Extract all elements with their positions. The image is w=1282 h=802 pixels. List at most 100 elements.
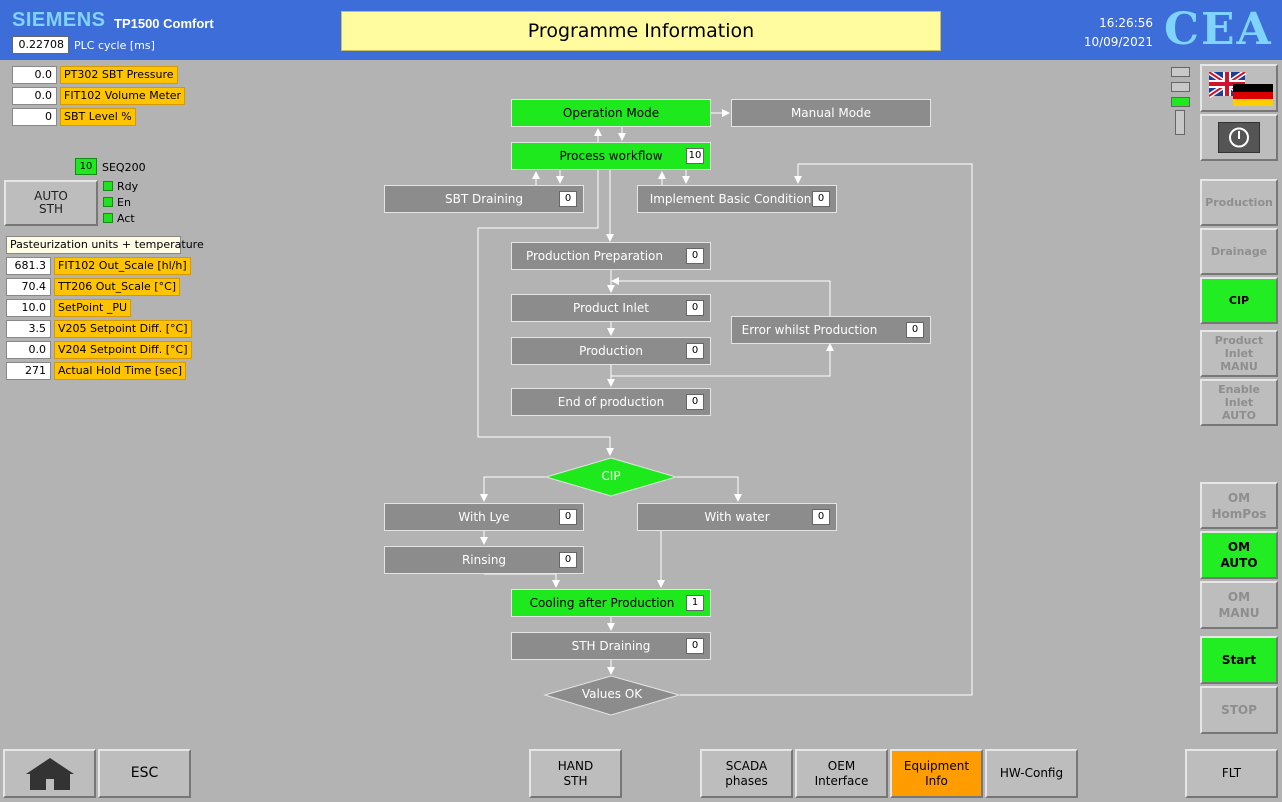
- stop-button[interactable]: STOP: [1200, 686, 1278, 734]
- with-water-label: With water: [704, 510, 770, 524]
- start-button[interactable]: Start: [1200, 636, 1278, 684]
- cip-diamond: [544, 457, 678, 497]
- end-of-production-box: End of production 0: [511, 388, 711, 416]
- page-title: Programme Information: [341, 11, 941, 51]
- hw-config-button[interactable]: HW-Config: [985, 749, 1078, 798]
- sth-draining-value: 0: [686, 638, 704, 654]
- product-inlet-manu-button[interactable]: Product Inlet MANU: [1200, 330, 1278, 377]
- scroll-indicator[interactable]: [1175, 110, 1185, 135]
- pu-value-v204: 0.0: [6, 341, 51, 359]
- act-led: [103, 213, 113, 223]
- home-icon: [25, 757, 74, 790]
- rinsing-label: Rinsing: [461, 553, 507, 567]
- sbt-level-value: 0: [12, 108, 57, 126]
- with-lye-value: 0: [559, 509, 577, 525]
- act-label: Act: [117, 212, 135, 225]
- values-ok-label: Values OK: [581, 687, 643, 701]
- om-auto-button[interactable]: OM AUTO: [1200, 531, 1278, 579]
- cea-logo: CEA: [1164, 4, 1273, 55]
- home-button[interactable]: [3, 749, 96, 798]
- manual-mode-label: Manual Mode: [790, 106, 872, 120]
- cip-decision-label: CIP: [601, 469, 621, 483]
- production-label: Production: [579, 344, 643, 358]
- plc-cycle-label: PLC cycle [ms]: [74, 39, 155, 52]
- om-manu-button[interactable]: OM MANU: [1200, 581, 1278, 629]
- cooling-after-production-box: Cooling after Production 1: [511, 589, 711, 617]
- fit102-volume-label: FIT102 Volume Meter: [60, 87, 186, 105]
- level-indicator-3: [1171, 97, 1190, 107]
- oem-interface-button[interactable]: OEM Interface: [795, 749, 888, 798]
- end-of-production-label: End of production: [557, 395, 665, 409]
- pu-value-tt206: 70.4: [6, 278, 51, 296]
- en-label: En: [117, 196, 131, 209]
- with-lye-box: With Lye 0: [384, 503, 584, 531]
- process-workflow-label: Process workflow: [559, 149, 663, 163]
- drainage-button[interactable]: Drainage: [1200, 228, 1278, 275]
- sth-draining-label: STH Draining: [571, 639, 651, 653]
- pu-label-v204: V204 Setpoint Diff. [°C]: [54, 341, 192, 359]
- clock-date: 10/09/2021: [1083, 35, 1153, 49]
- enable-inlet-auto-button[interactable]: Enable Inlet AUTO: [1200, 379, 1278, 426]
- pu-value-v205: 3.5: [6, 320, 51, 338]
- flt-button[interactable]: FLT: [1185, 749, 1278, 798]
- production-preparation-label: Production Preparation: [526, 249, 663, 263]
- pu-label-fit102: FIT102 Out_Scale [hl/h]: [54, 257, 191, 275]
- plc-cycle-value: 0.22708: [12, 36, 69, 54]
- sbt-level-label: SBT Level %: [60, 108, 136, 126]
- error-whilst-production-box: Error whilst Production 0: [731, 316, 931, 344]
- power-icon: [1218, 122, 1260, 153]
- operation-mode-label: Operation Mode: [562, 106, 660, 120]
- fit102-volume-value: 0.0: [12, 87, 57, 105]
- rinsing-box: Rinsing 0: [384, 546, 584, 574]
- power-button[interactable]: [1200, 114, 1278, 161]
- sth-draining-box: STH Draining 0: [511, 632, 711, 660]
- error-whilst-production-label: Error whilst Production: [741, 323, 878, 337]
- with-water-box: With water 0: [637, 503, 837, 531]
- implement-basic-condition-box: Implement Basic Condition 0: [637, 185, 837, 213]
- seq-number: 10: [75, 158, 97, 175]
- implement-basic-condition-label: Implement Basic Condition: [649, 192, 812, 206]
- process-workflow-box: Process workflow 10: [511, 142, 711, 170]
- implement-basic-condition-value: 0: [812, 191, 830, 207]
- product-inlet-box: Product Inlet 0: [511, 294, 711, 322]
- production-box: Production 0: [511, 337, 711, 365]
- pu-title: Pasteurization units + temperature: [6, 236, 204, 254]
- pu-value-fit102: 681.3: [6, 257, 51, 275]
- om-hompos-button[interactable]: OM HomPos: [1200, 482, 1278, 529]
- equipment-info-button[interactable]: Equipment Info: [890, 749, 983, 798]
- sbt-draining-value: 0: [559, 191, 577, 207]
- cip-button[interactable]: CIP: [1200, 277, 1278, 324]
- pu-value-hold-time: 271: [6, 362, 51, 380]
- production-button[interactable]: Production: [1200, 179, 1278, 226]
- esc-button[interactable]: ESC: [98, 749, 191, 798]
- scada-phases-button[interactable]: SCADA phases: [700, 749, 793, 798]
- language-button[interactable]: [1200, 64, 1278, 112]
- with-water-value: 0: [812, 509, 830, 525]
- rdy-led: [103, 181, 113, 191]
- siemens-brand: SIEMENS: [12, 9, 106, 31]
- rdy-label: Rdy: [117, 180, 139, 193]
- en-led: [103, 197, 113, 207]
- auto-sth-button[interactable]: AUTO STH: [4, 180, 98, 226]
- with-lye-label: With Lye: [458, 510, 510, 524]
- level-indicator-2: [1171, 82, 1190, 92]
- seq-name: SEQ200: [102, 161, 146, 174]
- hand-sth-button[interactable]: HAND STH: [529, 749, 622, 798]
- production-value: 0: [686, 343, 704, 359]
- product-inlet-label: Product Inlet: [573, 301, 649, 315]
- pu-label-v205: V205 Setpoint Diff. [°C]: [54, 320, 192, 338]
- pu-label-setpoint: SetPoint _PU: [54, 299, 132, 317]
- pt302-label: PT302 SBT Pressure: [60, 66, 178, 84]
- clock-time: 16:26:56: [1099, 16, 1153, 30]
- product-inlet-value: 0: [686, 300, 704, 316]
- auto-sth-line2: STH: [39, 202, 63, 216]
- pu-label-hold-time: Actual Hold Time [sec]: [54, 362, 187, 380]
- uk-germany-flag-icon: [1209, 72, 1273, 106]
- pu-value-setpoint: 10.0: [6, 299, 51, 317]
- process-workflow-value: 10: [686, 148, 704, 164]
- sbt-draining-label: SBT Draining: [444, 192, 524, 206]
- auto-sth-line1: AUTO: [34, 189, 68, 203]
- operation-mode-box: Operation Mode: [511, 99, 711, 127]
- end-of-production-value: 0: [686, 394, 704, 410]
